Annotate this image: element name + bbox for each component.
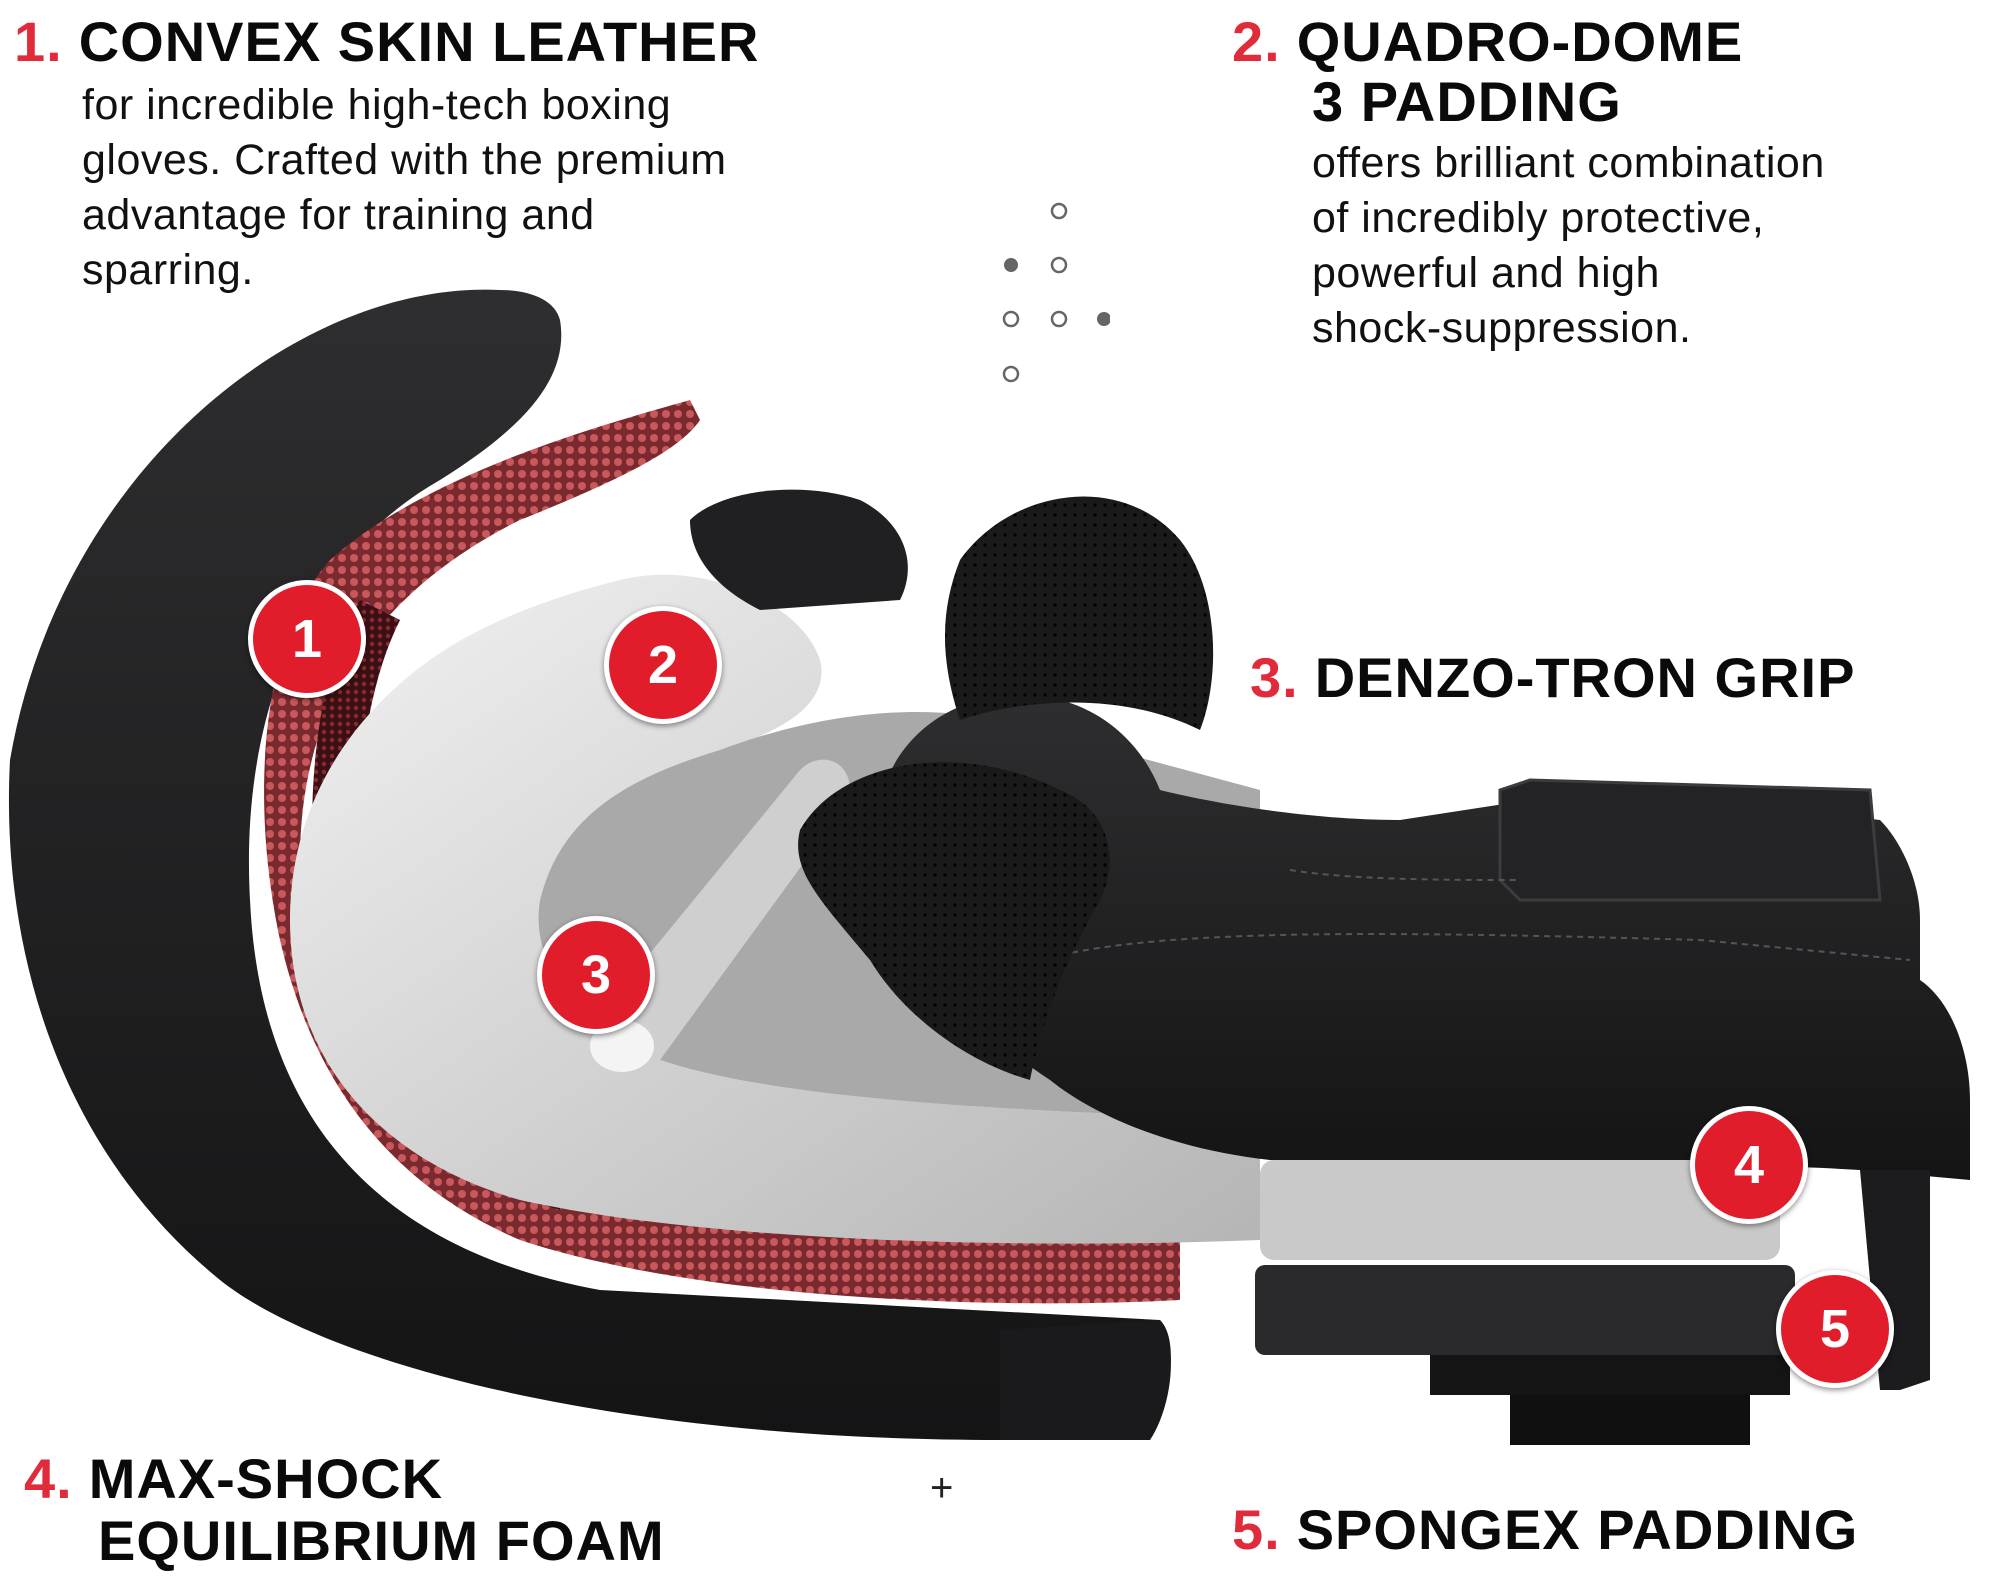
callout-number: 4. [24,1447,73,1510]
callout-quadro-dome-padding: 2.QUADRO-DOME 3 PADDING offers brilliant… [1232,12,1825,356]
callout-number: 1. [14,10,63,73]
callout-description: for incredible high-tech boxing gloves. … [82,78,759,298]
callout-number: 5. [1232,1498,1281,1561]
callout-convex-skin-leather: 1.CONVEX SKIN LEATHER for incredible hig… [14,12,759,298]
description-line: advantage for training and [82,191,595,239]
callout-title-text: MAX-SHOCK [88,1447,444,1510]
callout-title-text: EQUILIBRIUM FOAM [98,1509,665,1572]
description-line: gloves. Crafted with the premium [82,136,727,184]
callout-denzo-tron-grip: 3.DENZO-TRON GRIP [1250,648,1855,708]
callout-title-text: CONVEX SKIN LEATHER [78,10,760,73]
description-line: shock-suppression. [1312,304,1692,352]
callout-number: 2. [1232,10,1281,73]
callout-title-text: SPONGEX PADDING [1296,1498,1859,1561]
description-line: sparring. [82,246,254,294]
plus-icon: + [930,1466,954,1510]
callout-title-text: 3 PADDING [1312,70,1622,133]
description-line: offers brilliant combination [1312,139,1825,187]
callout-title-text: DENZO-TRON GRIP [1314,646,1856,709]
callout-title: 5.SPONGEX PADDING [1232,1500,1858,1560]
description-line: for incredible high-tech boxing [82,81,672,129]
callout-title-text: QUADRO-DOME [1296,10,1744,73]
badge-4: 4 [1690,1106,1808,1224]
callout-description: offers brilliant combination of incredib… [1312,136,1825,356]
dot-grid-icon [1002,202,1110,383]
badge-2: 2 [604,606,722,724]
callout-max-shock-equilibrium-foam: 4.MAX-SHOCK EQUILIBRIUM FOAM [24,1448,665,1572]
callout-title: 4.MAX-SHOCK EQUILIBRIUM FOAM [24,1448,665,1572]
callout-title: 1.CONVEX SKIN LEATHER [14,12,759,72]
callout-spongex-padding: 5.SPONGEX PADDING [1232,1500,1858,1560]
glove-illustration [8,289,1970,1445]
description-line: powerful and high [1312,249,1660,297]
badge-5: 5 [1776,1270,1894,1388]
badge-3: 3 [537,916,655,1034]
callout-title: 3.DENZO-TRON GRIP [1250,648,1855,708]
callout-number: 3. [1250,646,1299,709]
description-line: of incredibly protective, [1312,194,1765,242]
badge-1: 1 [248,580,366,698]
callout-title: 2.QUADRO-DOME 3 PADDING [1232,12,1825,132]
